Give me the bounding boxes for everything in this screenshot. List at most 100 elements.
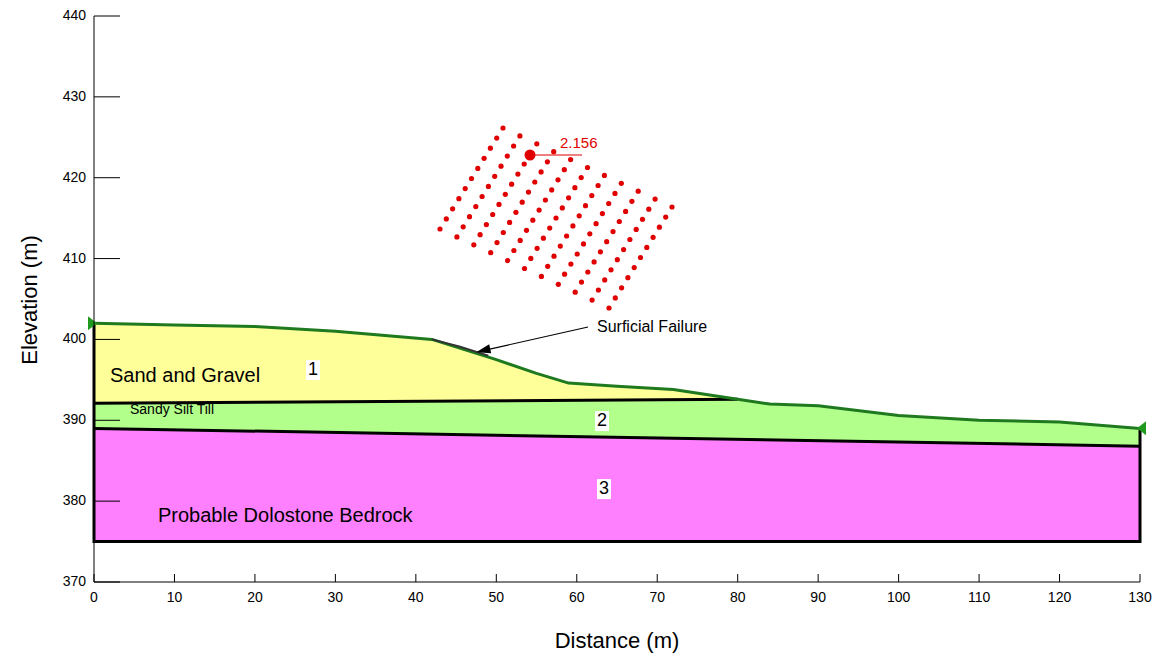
grid-point [498,164,503,169]
tick-label: 390 [63,413,86,428]
layer-boundary [94,428,1140,446]
grid-point [638,255,643,260]
grid-point [646,207,651,212]
x-tick [254,574,255,582]
axis-title: Elevation (m) [18,235,42,365]
grid-point [587,231,592,236]
grid-point [610,229,615,234]
grid-point [450,206,455,211]
y-axis [94,16,95,582]
grid-point [545,264,550,269]
grid-point [482,156,487,161]
grid-point [651,235,656,240]
grid-point [568,157,573,162]
grid-point [608,267,613,272]
grid-point [492,174,497,179]
grid-point [556,282,561,287]
grid-point [480,194,485,199]
y-tick [94,177,120,178]
axis-title: Distance (m) [555,629,680,653]
grid-point [669,204,674,209]
grid-point [606,201,611,206]
y-tick [94,339,120,340]
tick-label: 50 [489,590,505,605]
critical-underline [530,154,582,155]
grid-point [478,232,483,237]
x-tick [94,574,95,582]
grid-point [623,209,628,214]
grid-point [488,146,493,151]
grid-point [437,226,442,231]
grid-point [564,233,569,238]
grid-point [606,305,611,310]
tick-label: 430 [63,89,86,104]
grid-point [524,228,529,233]
grid-point [511,248,516,253]
x-axis [94,582,1140,583]
grid-point [570,223,575,228]
grid-point [496,202,501,207]
grid-point [537,208,542,213]
model-outline [94,323,1140,541]
grid-point [572,185,577,190]
material-name: Sand and Gravel [110,364,260,386]
grid-point [518,238,523,243]
grid-point [612,191,617,196]
callout-note: Surficial Failure [597,318,707,336]
grid-point [528,256,533,261]
grid-point [629,199,634,204]
tick-label: 40 [408,590,424,605]
grid-point [456,196,461,201]
grid-point [444,216,449,221]
grid-point [463,186,468,191]
tick-label: 90 [810,590,826,605]
grid-point [590,298,595,303]
grid-point [558,244,563,249]
grid-point [604,239,609,244]
grid-point [501,230,506,235]
x-tick [1140,574,1141,582]
y-tick [94,16,120,17]
y-tick [94,501,120,502]
material-number: 2 [595,411,609,431]
grid-point [532,179,537,184]
grid-point [613,295,618,300]
grid-point [511,143,516,148]
grid-point [560,205,565,210]
arrow-head [476,344,491,353]
failure-trace [432,339,488,355]
grid-point [562,272,567,277]
grid-point [484,222,489,227]
grid-point [513,210,518,215]
grid-point [507,220,512,225]
grid-point [494,240,499,245]
tick-label: 440 [63,8,86,23]
tick-label: 110 [968,590,990,605]
grid-point [562,167,567,172]
x-tick [174,574,175,582]
grid-point [579,175,584,180]
y-tick [94,420,120,421]
bedrock-region [94,428,1140,541]
grid-point [583,203,588,208]
grid-point [551,149,556,154]
grid-point [581,241,586,246]
limit-marker [88,316,97,330]
tick-label: 20 [247,590,263,605]
grid-point [534,141,539,146]
grid-point [553,215,558,220]
grid-point [539,274,544,279]
grid-point [602,173,607,178]
y-tick [94,96,120,97]
ground-surface [94,323,1140,428]
grid-point [549,187,554,192]
grid-point [596,287,601,292]
grid-point [547,226,552,231]
grid-point [539,169,544,174]
grid-point [488,250,493,255]
grid-point [475,166,480,171]
grid-point [632,265,637,270]
grid-point [585,269,590,274]
grid-point [505,154,510,159]
